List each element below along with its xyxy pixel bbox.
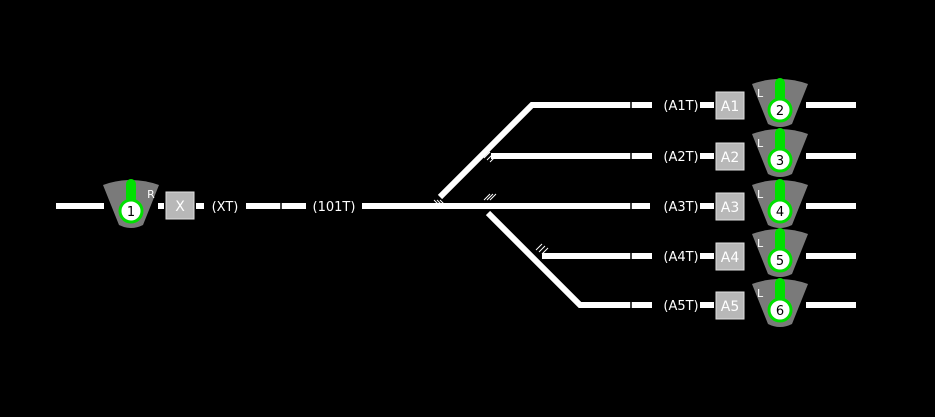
signal-6[interactable]: 6 L — [752, 278, 808, 327]
signal-5-letter: L — [757, 237, 764, 250]
track-label-a5t: (A5T) — [663, 299, 698, 314]
route-button-a4-label: A4 — [721, 250, 740, 266]
signal-3[interactable]: 3 L — [752, 128, 808, 177]
track-label-a3t: (A3T) — [663, 200, 698, 215]
route-button-a2[interactable]: A2 — [715, 142, 745, 171]
signal-1-letter: R — [147, 188, 155, 201]
route-button-a3[interactable]: A3 — [715, 192, 745, 221]
signal-2[interactable]: 2 L — [752, 78, 808, 127]
signal-1[interactable]: 1 R — [103, 179, 159, 228]
signal-6-number: 6 — [776, 304, 784, 319]
signal-2-number: 2 — [776, 104, 784, 119]
track-label-a1t: (A1T) — [663, 99, 698, 114]
signal-2-letter: L — [757, 87, 764, 100]
track-label-a4t: (A4T) — [663, 250, 698, 265]
signal-5[interactable]: 5 L — [752, 228, 808, 277]
track-label-xt: (XT) — [212, 200, 239, 215]
route-button-x-label: X — [175, 199, 185, 215]
signal-5-number: 5 — [776, 254, 784, 269]
route-button-a1[interactable]: A1 — [715, 91, 745, 120]
signal-4-letter: L — [757, 188, 764, 201]
route-button-a5[interactable]: A5 — [715, 291, 745, 320]
track-label-101t: (101T) — [313, 200, 356, 215]
route-button-x[interactable]: X — [165, 191, 195, 220]
signal-4[interactable]: 4 L — [752, 179, 808, 228]
route-button-a5-label: A5 — [721, 299, 739, 315]
route-button-a3-label: A3 — [721, 200, 739, 216]
route-button-a4[interactable]: A4 — [715, 242, 745, 271]
route-button-a1-label: A1 — [721, 99, 739, 115]
track-label-a2t: (A2T) — [663, 150, 698, 165]
signal-1-number: 1 — [127, 205, 135, 220]
signal-4-number: 4 — [776, 205, 784, 220]
signal-3-number: 3 — [776, 154, 784, 169]
signal-6-letter: L — [757, 287, 764, 300]
track-a5-diverge — [485, 210, 652, 308]
switch-marks — [433, 151, 549, 255]
route-button-a2-label: A2 — [721, 150, 739, 166]
track-a1-diverge — [437, 102, 652, 200]
signal-3-letter: L — [757, 137, 764, 150]
